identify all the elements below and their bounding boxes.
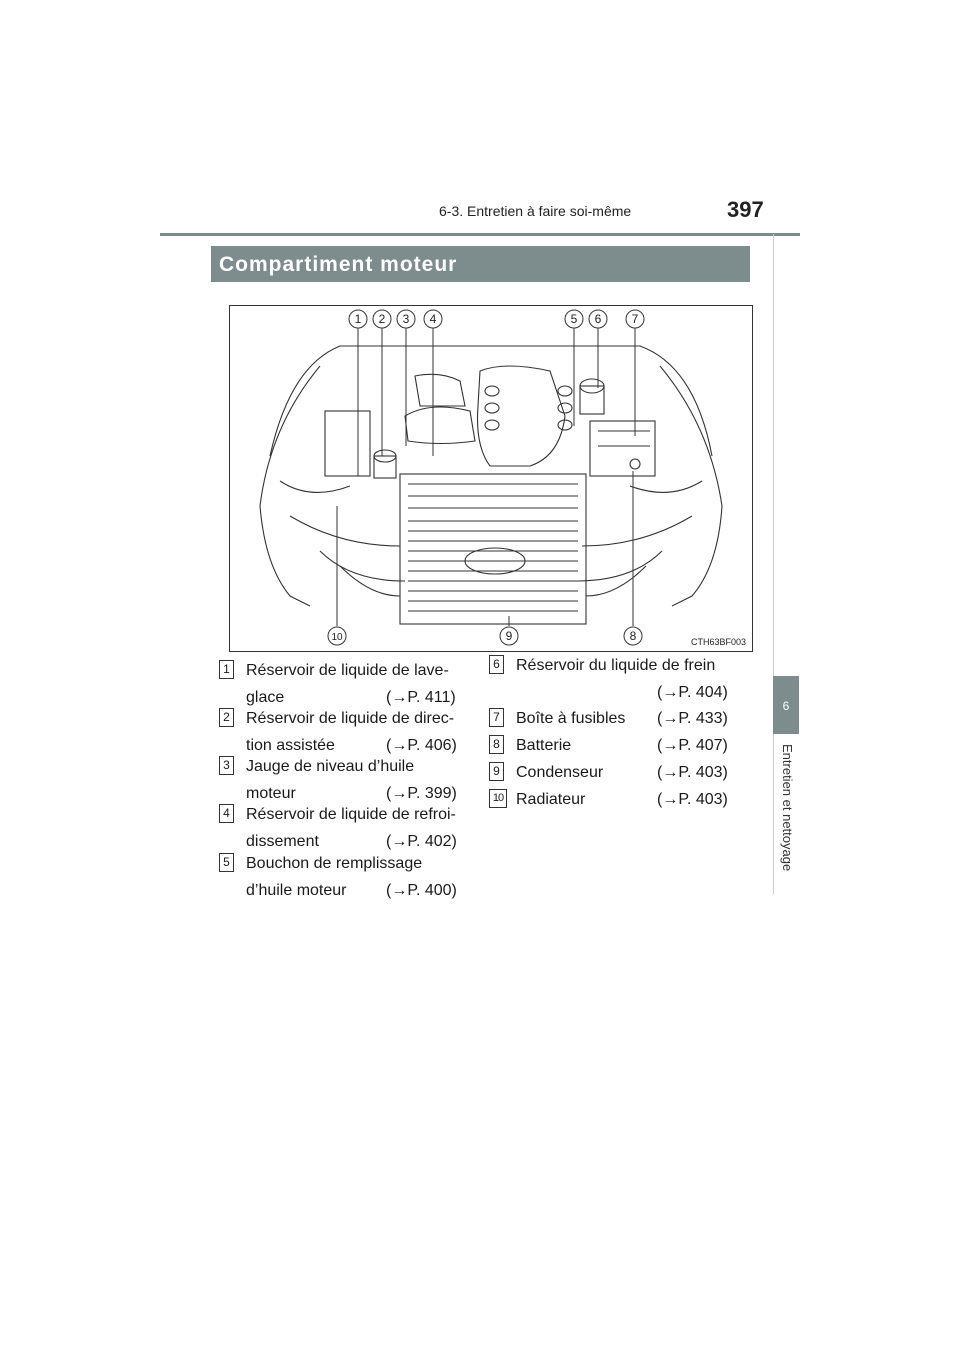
page-reference: (→P. 411) [386, 689, 456, 706]
item-text: Réservoir du liquide de frein [516, 657, 716, 674]
callout-6: 6 [595, 312, 602, 326]
item-number: 7 [489, 708, 504, 727]
item-text: glace [246, 689, 285, 706]
item-text: Boîte à fusibles [516, 710, 626, 727]
list-item: 6 Réservoir du liquide de frein (→P. 404… [489, 652, 739, 708]
item-text: d’huile moteur [246, 882, 347, 899]
running-header-section: 6-3. Entretien à faire soi-même [439, 203, 632, 219]
page-reference: (→P. 407) [657, 737, 728, 754]
list-item: 4 Réservoir de liquide de refroi- dissem… [219, 801, 474, 857]
callout-4: 4 [430, 312, 437, 326]
item-text: Bouchon de remplissage [246, 855, 423, 872]
item-text: Jauge de niveau d’huile [246, 758, 415, 775]
section-title-bar: Compartiment moteur [211, 246, 750, 282]
item-text: Réservoir de liquide de direc- [246, 710, 455, 727]
engine-compartment-illustration: 1 2 3 4 5 6 7 10 9 8 [259, 309, 723, 646]
item-number: 10 [489, 789, 507, 808]
item-number: 9 [489, 762, 504, 781]
list-item: 3 Jauge de niveau d’huile moteur (→P. 39… [219, 753, 474, 809]
page-reference: (→P. 406) [386, 737, 457, 754]
callout-9: 9 [506, 629, 513, 643]
engine-compartment-figure: 1 2 3 4 5 6 7 10 9 8 CTH63BF003 [229, 305, 753, 652]
list-item: 5 Bouchon de remplissage d’huile moteur … [219, 850, 474, 906]
list-item: 1 Réservoir de liquide de lave- glace (→… [219, 657, 474, 713]
item-text: tion assistée [246, 737, 335, 754]
item-text: Réservoir de liquide de refroi- [246, 806, 456, 823]
item-number: 4 [219, 804, 234, 823]
item-text: Batterie [516, 737, 572, 754]
item-number: 1 [219, 660, 234, 679]
chapter-label: Entretien et nettoyage [780, 744, 795, 872]
page-reference: (→P. 404) [657, 684, 728, 701]
chapter-number: 6 [782, 699, 790, 713]
callout-5: 5 [571, 312, 578, 326]
item-text: Condenseur [516, 764, 604, 781]
callout-7: 7 [632, 312, 639, 326]
side-divider [773, 234, 774, 894]
list-item: 9 Condenseur (→P. 403) [489, 759, 739, 787]
page-reference: (→P. 403) [657, 791, 728, 808]
callout-1: 1 [355, 312, 362, 326]
page-reference: (→P. 402) [386, 833, 457, 850]
section-title: Compartiment moteur [219, 253, 458, 276]
item-number: 5 [219, 853, 234, 872]
page-reference: (→P. 400) [386, 882, 457, 899]
list-item: 7 Boîte à fusibles (→P. 433) [489, 705, 739, 733]
list-item: 10 Radiateur (→P. 403) [489, 786, 739, 814]
item-text: Réservoir de liquide de lave- [246, 662, 449, 679]
list-item: 8 Batterie (→P. 407) [489, 732, 739, 760]
page-number: 397 [727, 197, 764, 222]
item-text: moteur [246, 785, 296, 802]
item-number: 6 [489, 655, 504, 674]
header-divider [160, 233, 800, 236]
item-number: 2 [219, 708, 234, 727]
page-reference: (→P. 399) [386, 785, 457, 802]
chapter-tab: 6 [773, 676, 799, 734]
item-number: 8 [489, 735, 504, 754]
figure-code: CTH63BF003 [690, 637, 746, 647]
item-number: 3 [219, 756, 234, 775]
list-item: 2 Réservoir de liquide de direc- tion as… [219, 705, 474, 761]
callout-10: 10 [331, 632, 343, 643]
callout-8: 8 [630, 629, 637, 643]
item-text: dissement [246, 833, 319, 850]
page-reference: (→P. 433) [657, 710, 728, 727]
callout-3: 3 [403, 312, 410, 326]
item-text: Radiateur [516, 791, 586, 808]
callout-2: 2 [379, 312, 386, 326]
page-reference: (→P. 403) [657, 764, 728, 781]
